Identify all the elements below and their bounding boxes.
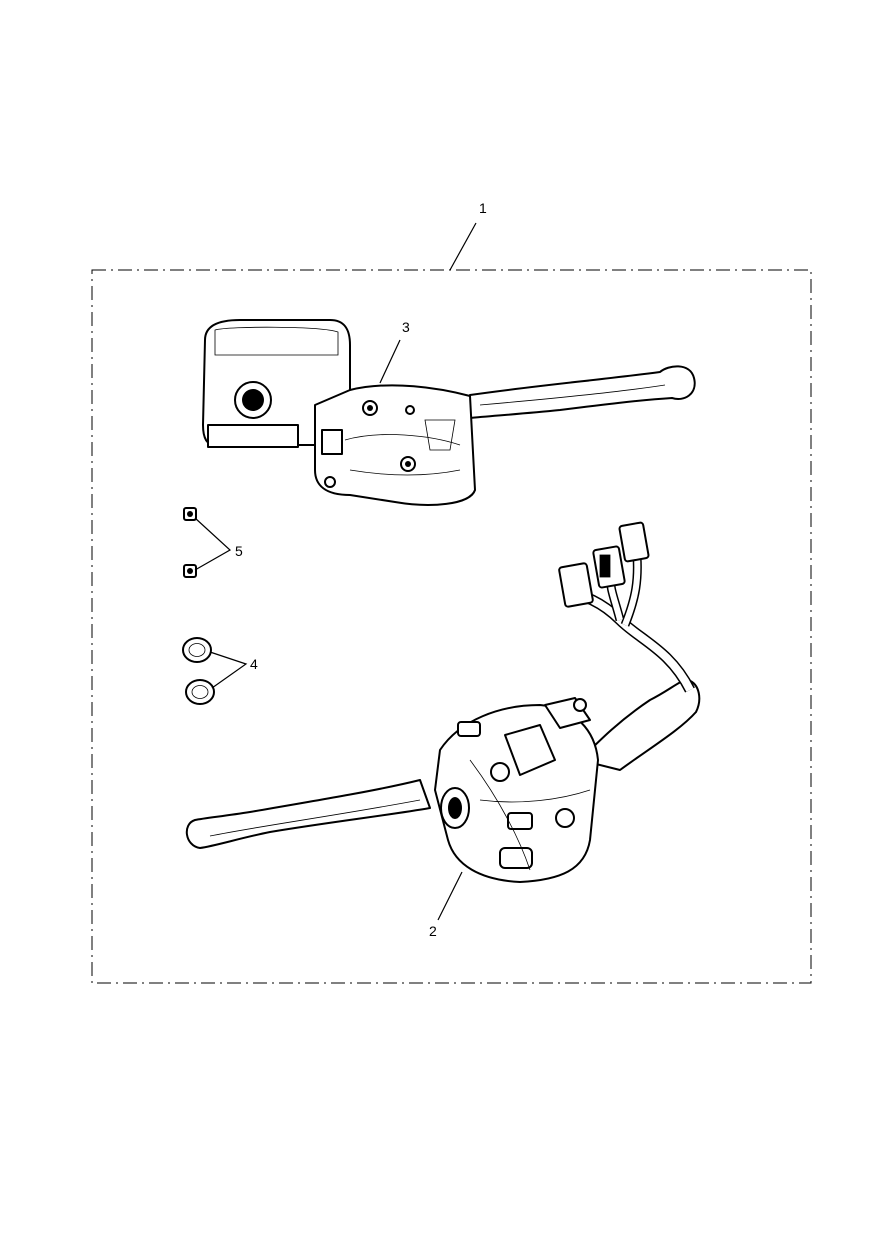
bolt-pair <box>183 507 197 578</box>
master-cylinder-assembly <box>202 319 696 506</box>
switch-cube-assembly <box>185 521 701 883</box>
callout-3: 3 <box>402 319 410 335</box>
callout-5: 5 <box>235 543 243 559</box>
leader-line-1 <box>449 222 477 271</box>
leader-line-3 <box>379 339 401 384</box>
kit-boundary <box>91 269 812 984</box>
leader-line-2 <box>437 871 463 921</box>
callout-4: 4 <box>250 656 258 672</box>
washer-pair <box>182 637 215 705</box>
leader-line-5 <box>194 517 232 571</box>
leader-line-4 <box>209 651 248 689</box>
callout-2: 2 <box>429 923 437 939</box>
callout-1: 1 <box>479 200 487 216</box>
